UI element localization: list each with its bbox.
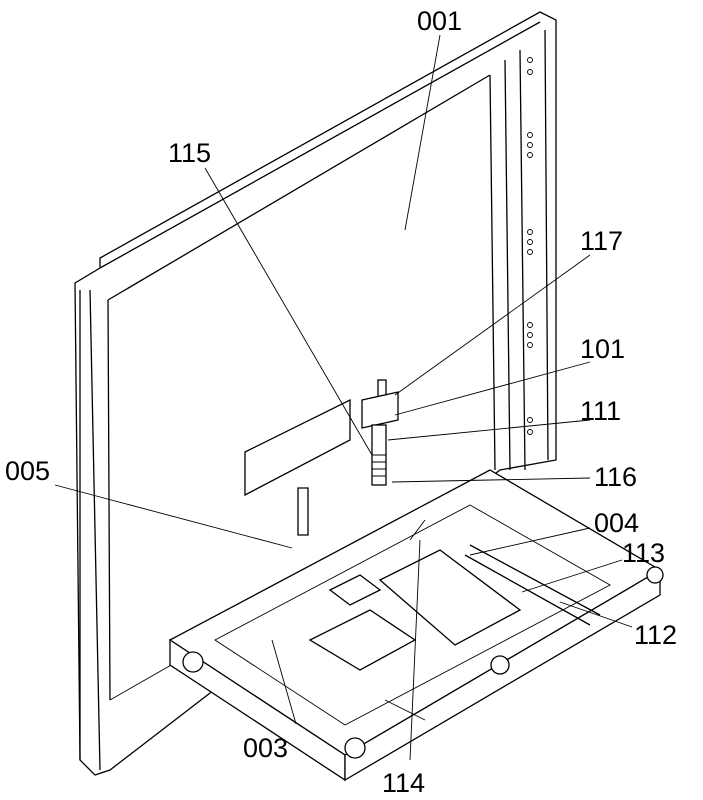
leader-lines [54,34,633,761]
label-111: 111 [580,396,621,426]
label-004: 004 [594,508,639,538]
label-112: 112 [634,620,677,650]
chassis-frame [168,469,664,782]
lock-mechanism [361,379,399,486]
label-115: 115 [168,138,211,168]
label-116: 116 [594,462,637,492]
label-113: 113 [622,538,665,568]
panel-001 [74,11,557,776]
label-003: 003 [243,733,288,763]
label-101: 101 [580,334,625,364]
hole-pattern [527,57,533,435]
label-005: 005 [5,456,50,486]
label-117: 117 [580,226,623,256]
label-001: 001 [417,6,462,36]
label-114: 114 [382,768,425,798]
